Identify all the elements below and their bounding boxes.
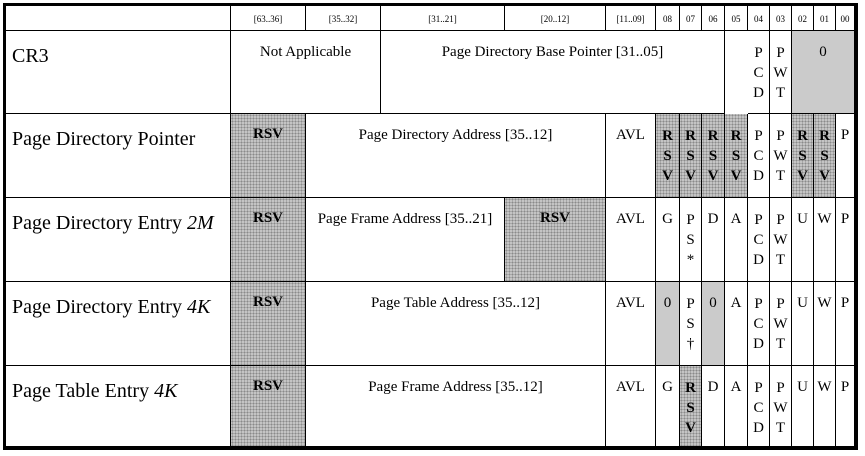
zero-bit: 0 [656,282,680,366]
header-bit-range: 00 [836,6,855,31]
rsv-field: RSV [231,282,306,366]
avl-field: AVL [606,114,656,198]
row-page-directory-entry-2m: Page Directory Entry 2M [6,198,231,282]
accessed-bit: A [725,282,748,366]
present-bit: P [836,366,855,447]
rsv-field: RSV [231,366,306,447]
write-bit: W [814,282,836,366]
rsv-field: RSV [231,114,306,198]
row-label-text: Page Table Entry [12,380,150,402]
accessed-bit: A [725,366,748,447]
row-label-size: 4K [154,380,178,402]
header-bit-range: [35..32] [306,6,381,31]
row-page-directory-pointer: Page Directory Pointer [6,114,231,198]
write-bit: W [814,198,836,282]
paging-structures-table [3,3,858,450]
row-label-text: Page Directory Pointer [12,128,196,150]
row-label-size: 4K [186,296,211,318]
row-page-table-entry-4k: Page Table Entry 4K [6,366,231,447]
header-bit-range: [11..09] [606,6,656,31]
page-directory-base-pointer: Page Directory Base Pointer [31..05] [381,31,725,114]
write-bit: W [814,366,836,447]
row-label-text: Page Directory Entry [12,296,182,318]
user-bit: U [792,282,814,366]
avl-field: AVL [606,366,656,447]
header-bit-range: 03 [770,6,792,31]
not-applicable-field: Not Applicable [231,31,381,114]
present-bit: P [836,114,855,198]
dirty-bit: D [702,198,725,282]
accessed-bit: A [725,198,748,282]
user-bit: U [792,366,814,447]
rsv-field: RSV [231,198,306,282]
dirty-bit: D [702,366,725,447]
row-label-text: Page Directory Entry [12,212,182,234]
row-cr3: CR3 [6,31,231,114]
page-frame-address: Page Frame Address [35..12] [306,366,606,447]
header-bit-range: 01 [814,6,836,31]
page-directory-address: Page Directory Address [35..12] [306,114,606,198]
avl-field: AVL [606,282,656,366]
present-bit: P [836,282,855,366]
reserved-zero-bits: 0 [792,31,855,114]
page-frame-address: Page Frame Address [35..21] [306,198,505,282]
page-table-address: Page Table Address [35..12] [306,282,606,366]
global-bit: G [656,366,680,447]
header-corner [6,6,231,31]
header-bit-range: [63..36] [231,6,306,31]
row-page-directory-entry-4k: Page Directory Entry 4K [6,282,231,366]
header-bit-range: 04 [748,6,770,31]
header-bit-range: 02 [792,6,814,31]
header-bit-range: [20..12] [505,6,606,31]
row-label-size: 2M [186,212,214,234]
header-bit-range: [31..21] [381,6,505,31]
header-bit-range: 07 [680,6,702,31]
global-bit: G [656,198,680,282]
avl-field: AVL [606,198,656,282]
present-bit: P [836,198,855,282]
row-label-text: CR3 [12,45,49,67]
zero-bit: 0 [702,282,725,366]
header-bit-range: 08 [656,6,680,31]
rsv-field: RSV [505,198,606,282]
header-bit-range: 05 [725,6,748,31]
user-bit: U [792,198,814,282]
header-bit-range: 06 [702,6,725,31]
